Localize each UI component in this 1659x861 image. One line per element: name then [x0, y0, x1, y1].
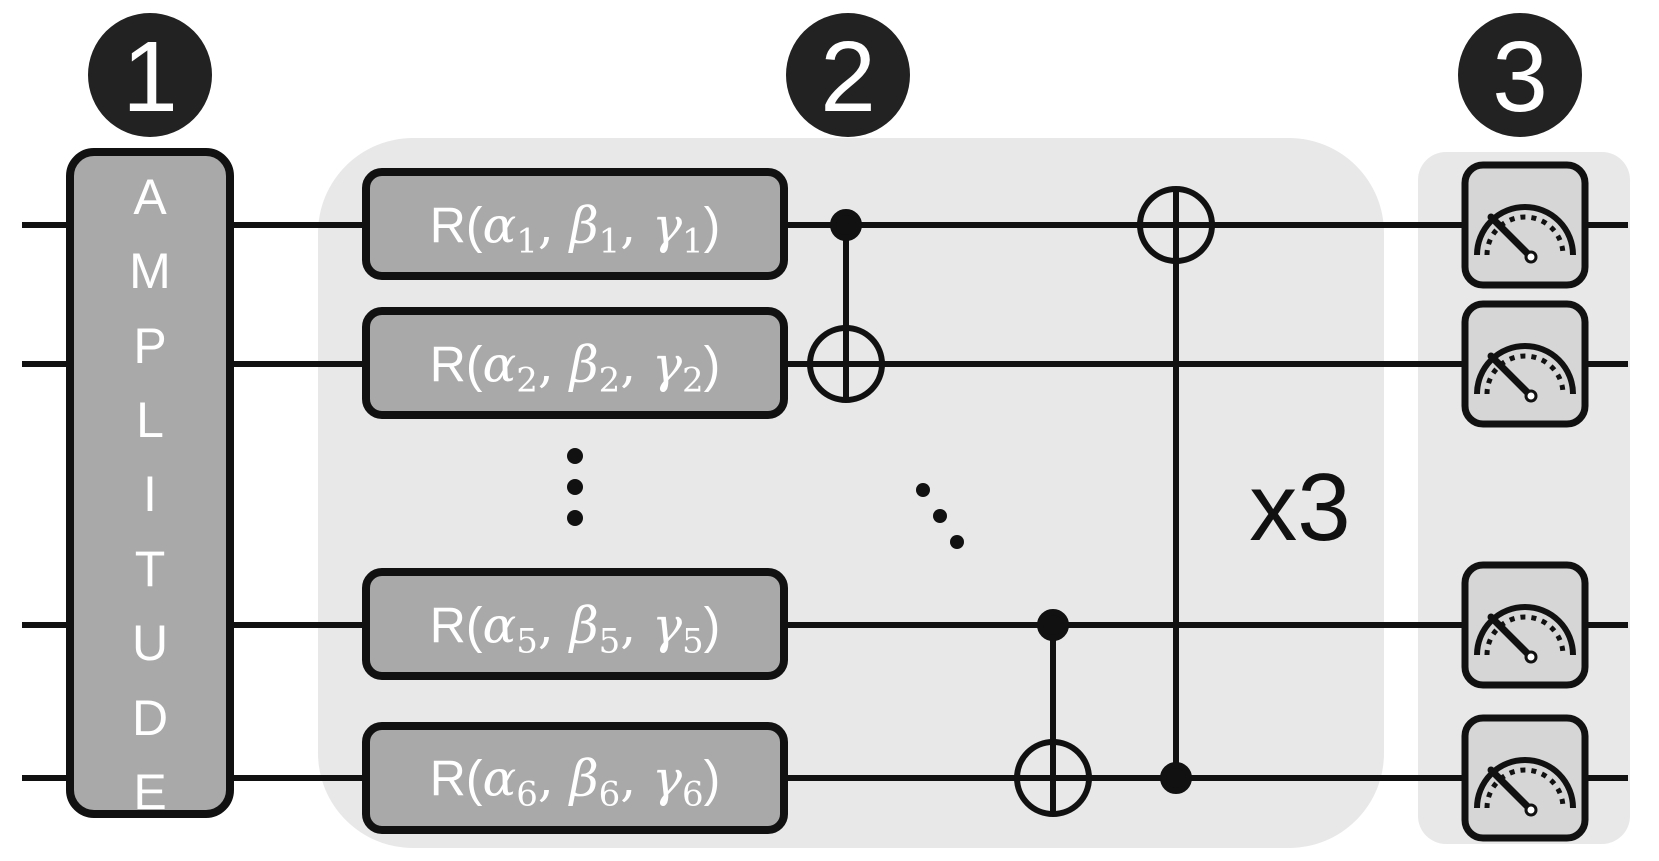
- cnot-gate-6-1: [1137, 186, 1215, 794]
- step-number-1: 1: [122, 21, 178, 133]
- cnot-gate-5-6: [1014, 609, 1092, 817]
- rotation-gate-5: R(α5, β5, γ5): [362, 568, 788, 680]
- rotation-gate-6: R(α6, β6, γ6): [362, 722, 788, 834]
- amplitude-letter: A: [133, 169, 167, 225]
- step-badge-2: 2: [786, 13, 910, 137]
- amplitude-letter: L: [136, 392, 164, 448]
- step-number-3: 3: [1492, 21, 1548, 133]
- diagonal-ellipsis: [916, 483, 964, 549]
- rotation-gate-label: R(α1, β1, γ1): [430, 197, 721, 262]
- control-dot: [830, 209, 862, 241]
- control-dot: [1037, 609, 1069, 641]
- rotation-gate-2: R(α2, β2, γ2): [362, 307, 788, 419]
- repeat-label: x3: [1249, 454, 1350, 561]
- step-number-2: 2: [820, 21, 876, 133]
- rotation-gate-1: R(α1, β1, γ1): [362, 168, 788, 280]
- amplitude-letter: D: [132, 690, 168, 746]
- control-dot: [1160, 762, 1192, 794]
- step-badge-1: 1: [88, 13, 212, 137]
- amplitude-letter: M: [129, 243, 171, 299]
- step-badge-3: 3: [1458, 13, 1582, 137]
- amplitude-letter: P: [133, 318, 166, 374]
- measurement-meter-icon: [1461, 714, 1589, 842]
- rotation-gate-label: R(α6, β6, γ6): [430, 750, 721, 815]
- rotation-gate-label: R(α2, β2, γ2): [430, 336, 721, 401]
- measurement-meter-icon: [1461, 300, 1589, 428]
- amplitude-letter: T: [135, 541, 166, 597]
- measurement-meter-icon: [1461, 161, 1589, 289]
- measurement-meter-icon: [1461, 561, 1589, 689]
- amplitude-encoding-block: A M P L I T U D E: [66, 148, 234, 820]
- qubit-wires: [22, 222, 1628, 781]
- amplitude-letter: U: [132, 615, 168, 671]
- vertical-ellipsis: [567, 448, 583, 526]
- amplitude-letter: E: [133, 764, 166, 820]
- rotation-gate-label: R(α5, β5, γ5): [430, 597, 721, 662]
- cnot-gate-1-2: [807, 209, 885, 403]
- amplitude-letter: I: [143, 466, 157, 522]
- measurement-meters: [1461, 161, 1589, 842]
